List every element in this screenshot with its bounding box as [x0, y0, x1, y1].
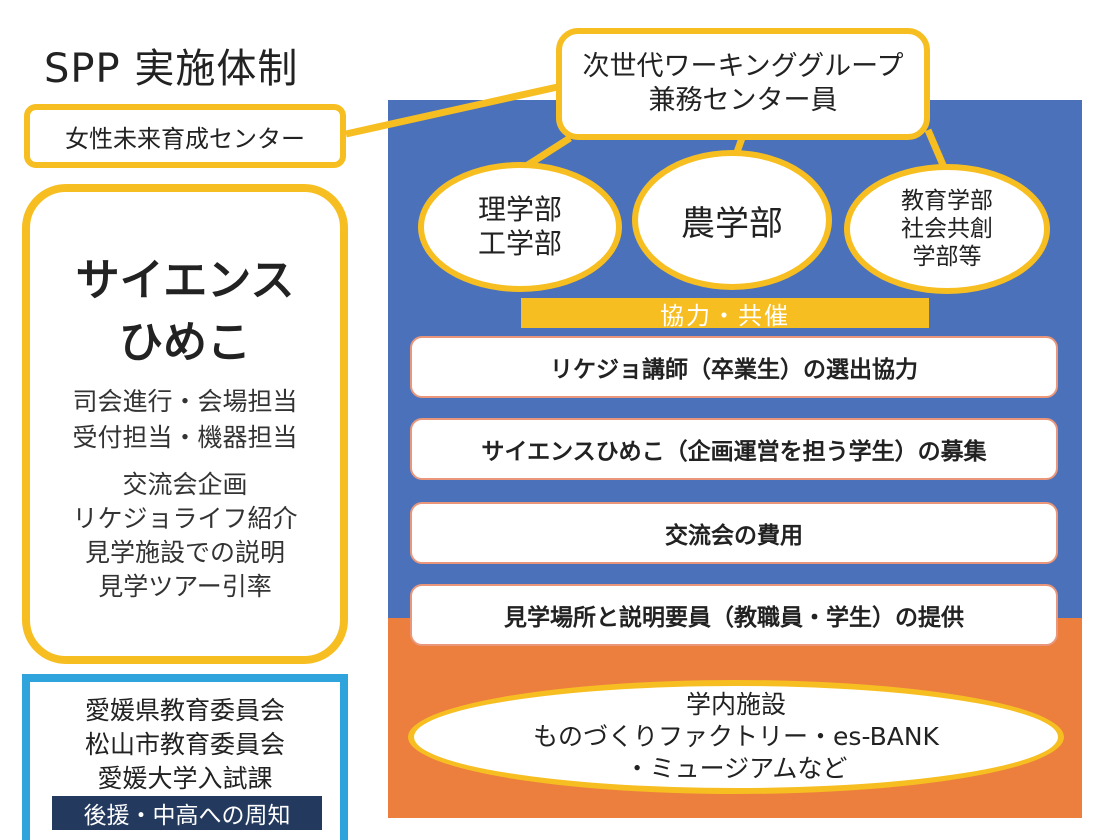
himeko-duties-group1: 司会進行・会場担当 受付担当・機器担当	[30, 384, 340, 456]
role-exchange-cost: 交流会の費用	[410, 502, 1058, 564]
duty-exchange-planning: 交流会企画	[122, 470, 248, 499]
himeko-duties-group2: 交流会企画 リケジョライフ紹介 見学施設での説明 見学ツアー引率	[30, 468, 340, 604]
center-box: 女性未来育成センター	[24, 104, 346, 168]
duty-rikejo-intro: リケジョライフ紹介	[72, 504, 298, 533]
page-title: SPP 実施体制	[44, 46, 299, 92]
faculty-engineering-label: 工学部	[477, 227, 562, 260]
working-group-line2: 兼務センター員	[648, 85, 838, 116]
faculty-agriculture-label: 農学部	[681, 203, 783, 244]
working-group-line1: 次世代ワーキンググループ	[582, 51, 904, 82]
science-himeko-title-line1: サイエンス	[75, 255, 295, 306]
center-label: 女性未来育成センター	[65, 124, 305, 153]
science-himeko-box: サイエンス ひめこ 司会進行・会場担当 受付担当・機器担当 交流会企画 リケジョ…	[22, 184, 348, 664]
support-org-univ: 愛媛大学入試課	[97, 764, 273, 793]
support-label: 後援・中高への周知	[52, 796, 322, 830]
cooperation-banner: 協力・共催	[521, 298, 929, 330]
connector-center-to-wg	[345, 82, 563, 138]
role-student-recruitment: サイエンスひめこ（企画運営を担う学生）の募集	[410, 418, 1058, 480]
duty-reception: 受付担当・機器担当	[72, 423, 298, 452]
faculty-agriculture: 農学部	[632, 150, 832, 290]
support-box: 愛媛県教育委員会 松山市教育委員会 愛媛大学入試課 後援・中高への周知	[22, 674, 348, 840]
faculty-education: 教育学部 社会共創 学部等	[844, 164, 1050, 294]
science-himeko-title-line2: ひめこ	[119, 317, 251, 368]
campus-facilities: 学内施設 ものづくりファクトリー・es-BANK ・ミュージアムなど	[408, 680, 1064, 794]
faculty-education-label: 教育学部	[901, 188, 993, 214]
support-org-pref: 愛媛県教育委員会	[84, 696, 285, 725]
faculty-social-label: 社会共創	[901, 216, 993, 242]
duty-tour-lead: 見学ツアー引率	[98, 572, 272, 601]
faculty-science-engineering: 理学部 工学部	[418, 162, 622, 292]
campus-title: 学内施設	[685, 690, 786, 719]
science-himeko-title: サイエンス ひめこ	[30, 250, 340, 374]
duty-facility-explanation: 見学施設での説明	[84, 538, 285, 567]
role-lecturer-selection: リケジョ講師（卒業生）の選出協力	[410, 336, 1058, 398]
working-group-box: 次世代ワーキンググループ 兼務センター員	[556, 28, 930, 140]
duty-mc: 司会進行・会場担当	[72, 387, 298, 416]
support-org-city: 松山市教育委員会	[84, 730, 285, 759]
campus-line2: ものづくりファクトリー・es-BANK	[533, 722, 939, 751]
faculty-etc-label: 学部等	[912, 244, 982, 270]
campus-line3: ・ミュージアムなど	[624, 754, 848, 783]
role-tour-provision: 見学場所と説明要員（教職員・学生）の提供	[410, 584, 1058, 646]
faculty-science-label: 理学部	[477, 193, 562, 226]
support-orgs: 愛媛県教育委員会 松山市教育委員会 愛媛大学入試課	[30, 694, 340, 796]
